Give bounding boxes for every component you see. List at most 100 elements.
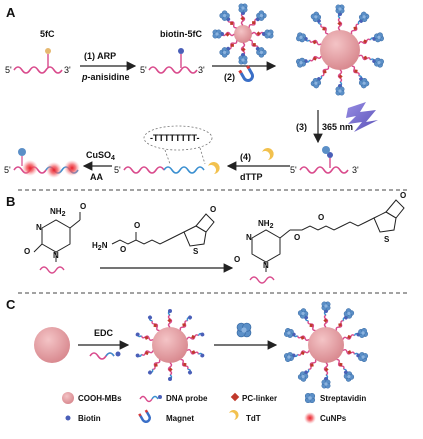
magnetic-bead [308,327,344,363]
dna-probe-icon [249,39,267,58]
streptavidin-icon [296,57,306,68]
streptavidin-icon [283,328,294,338]
dna-probe-icon [238,42,248,65]
streptavidin-icon [256,10,267,21]
chem-arp-structure [111,213,215,247]
uv-light-icon [346,102,378,132]
dna-probe-icon [342,328,369,340]
step4-reagent: dTTP [240,172,263,182]
atom-o: O [80,202,86,211]
biotin-5fc-label: biotin-5fC [160,29,202,39]
legend-label-magnet: Magnet [166,414,194,423]
legend: COOH-MBs DNA probe PC-linker Streptavidi… [62,392,366,424]
dna-probe-icon [251,29,274,39]
end-5-label: 5' [5,65,12,75]
dna-probe-icon [358,54,384,68]
end-5-label: 5' [114,165,121,175]
dna-probe-icon [238,3,248,26]
dna-probe-icon [167,362,173,381]
end-3-label: 3' [352,165,359,175]
strand-cunps: 5' [4,148,80,178]
sa-bead [283,301,369,389]
streptavidin-icon [238,55,248,65]
dna-probe-icon [219,10,237,29]
legend-item-tdt [229,410,239,420]
5fc-dot [45,48,51,54]
atom-o: O [210,205,216,214]
legend-item-cunps: CuNPs [304,412,347,424]
legend-label-streptavidin: Streptavidin [320,394,366,403]
atom-o: O [120,245,126,254]
small-bead-group [212,3,274,65]
svg-text:Biotin: Biotin [78,414,101,423]
legend-item-streptavidin [304,392,316,404]
dna-probe-icon [336,358,355,382]
cunp-dot [22,160,38,176]
dna-probe-icon [296,55,322,68]
end-3-label: 3' [198,65,205,75]
legend-item-cooh-mbs: COOH-MBs [62,392,122,404]
end-5-label: 5' [4,165,11,175]
dna-probe-icon [283,328,310,342]
streptavidin-icon [310,11,322,23]
probe-bead [135,309,205,381]
step1-label: (1) ARP [84,51,116,61]
atom-nh2: NH2 [258,219,274,230]
tdt-icon [262,148,274,160]
dna-probe-icon [297,359,317,382]
edc-label: EDC [94,328,114,338]
streptavidin-icon [358,328,369,338]
streptavidin-icon [335,86,345,96]
dna-probe-icon [351,65,370,89]
streptavidin-icon [374,32,384,43]
cunp-dot [64,160,80,176]
dna-probe-icon [358,32,384,45]
dna-probe-icon [148,315,160,332]
step1-reagent: p-anisidine [81,72,130,82]
streptavidin-icon [358,77,370,89]
magnetic-bead [320,30,360,70]
dna-probe-icon [283,350,310,362]
big-bead-captured [296,4,384,96]
streptavidin-icon [296,32,306,43]
legend-item-pc-linker: PC-linker [230,392,277,403]
dna-probe-icon [212,29,235,39]
atom-o: O [400,191,406,200]
dna-probe-icon [180,358,192,375]
atom-n: N [246,233,252,242]
strand-biotin-5fc: 5' 3' biotin-5fC [140,29,205,75]
cunp-dot [46,162,62,178]
dna-probe-icon [296,32,322,46]
streptavidin-icon [321,379,331,389]
step3-label: (3) [296,122,307,132]
streptavidin-icon [358,352,369,362]
chem-5fc-structure [33,212,81,274]
svg-text:PC-linker: PC-linker [242,394,277,403]
streptavidin-icon [264,29,274,39]
atom-n: N [53,251,59,260]
legend-label-tdt: TdT [246,414,261,423]
streptavidin-icon [343,308,355,319]
streptavidin-icon [236,322,252,338]
dna-probe-icon [186,348,205,358]
panel-label-c: C [6,297,16,312]
streptavidin-icon [321,301,331,311]
dna-probe-icon [297,308,316,332]
start-5fc-label: 5fC [40,29,55,39]
cooh-bead [34,327,70,363]
biotin-dot [178,48,184,54]
streptavidin-icon [374,57,384,68]
panel-label-a: A [6,5,16,20]
streptavidin-icon [283,352,294,362]
streptavidin-icon [236,322,252,338]
atom-s: S [384,235,390,244]
streptavidin-icon [212,29,222,39]
dna-probe-icon [335,4,345,31]
panel-label-b: B [6,194,15,209]
atom-o: O [234,255,240,264]
dna-probe-icon [335,69,345,96]
streptavidin-icon [358,11,370,23]
dna-probe-icon [135,332,154,342]
dna-probe-icon [342,348,369,362]
